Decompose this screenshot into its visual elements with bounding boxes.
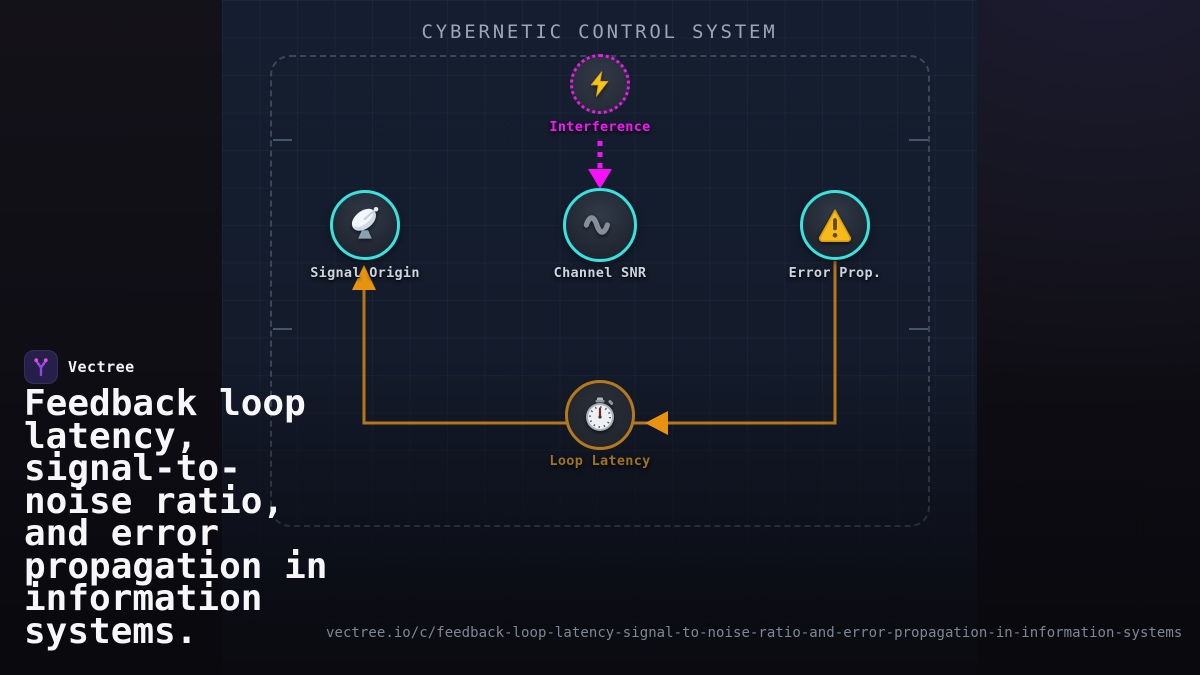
frame-tick-mark (909, 328, 928, 330)
label-signal-origin: Signal Origin (310, 265, 420, 281)
stopwatch-icon (586, 397, 614, 431)
frame-tick-mark (909, 139, 928, 141)
label-error-prop: Error Prop. (788, 265, 882, 281)
diagram-title: CYBERNETIC CONTROL SYSTEM (421, 21, 778, 43)
node-channel-snr (563, 188, 637, 262)
node-signal-origin (330, 190, 400, 260)
label-channel-snr: Channel SNR (553, 265, 647, 281)
node-error-prop (800, 190, 870, 260)
node-loop-latency (565, 380, 635, 450)
warning-icon (818, 209, 852, 242)
brand-name: Vectree (68, 358, 135, 376)
frame-tick-mark (273, 328, 292, 330)
footer-url: vectree.io/c/feedback-loop-latency-signa… (326, 625, 1183, 641)
node-interference (570, 54, 630, 114)
lightning-icon (590, 71, 609, 97)
frame-tick-mark (273, 139, 292, 141)
headline-text: Feedback loop latency, signal-to- noise … (24, 383, 328, 652)
label-interference: Interference (549, 119, 651, 135)
satellite-dish-icon (351, 206, 379, 239)
label-loop-latency: Loop Latency (549, 453, 651, 469)
vectree-branch-icon (24, 350, 58, 384)
wave-icon (583, 215, 610, 235)
brand-row: Vectree (24, 350, 135, 384)
